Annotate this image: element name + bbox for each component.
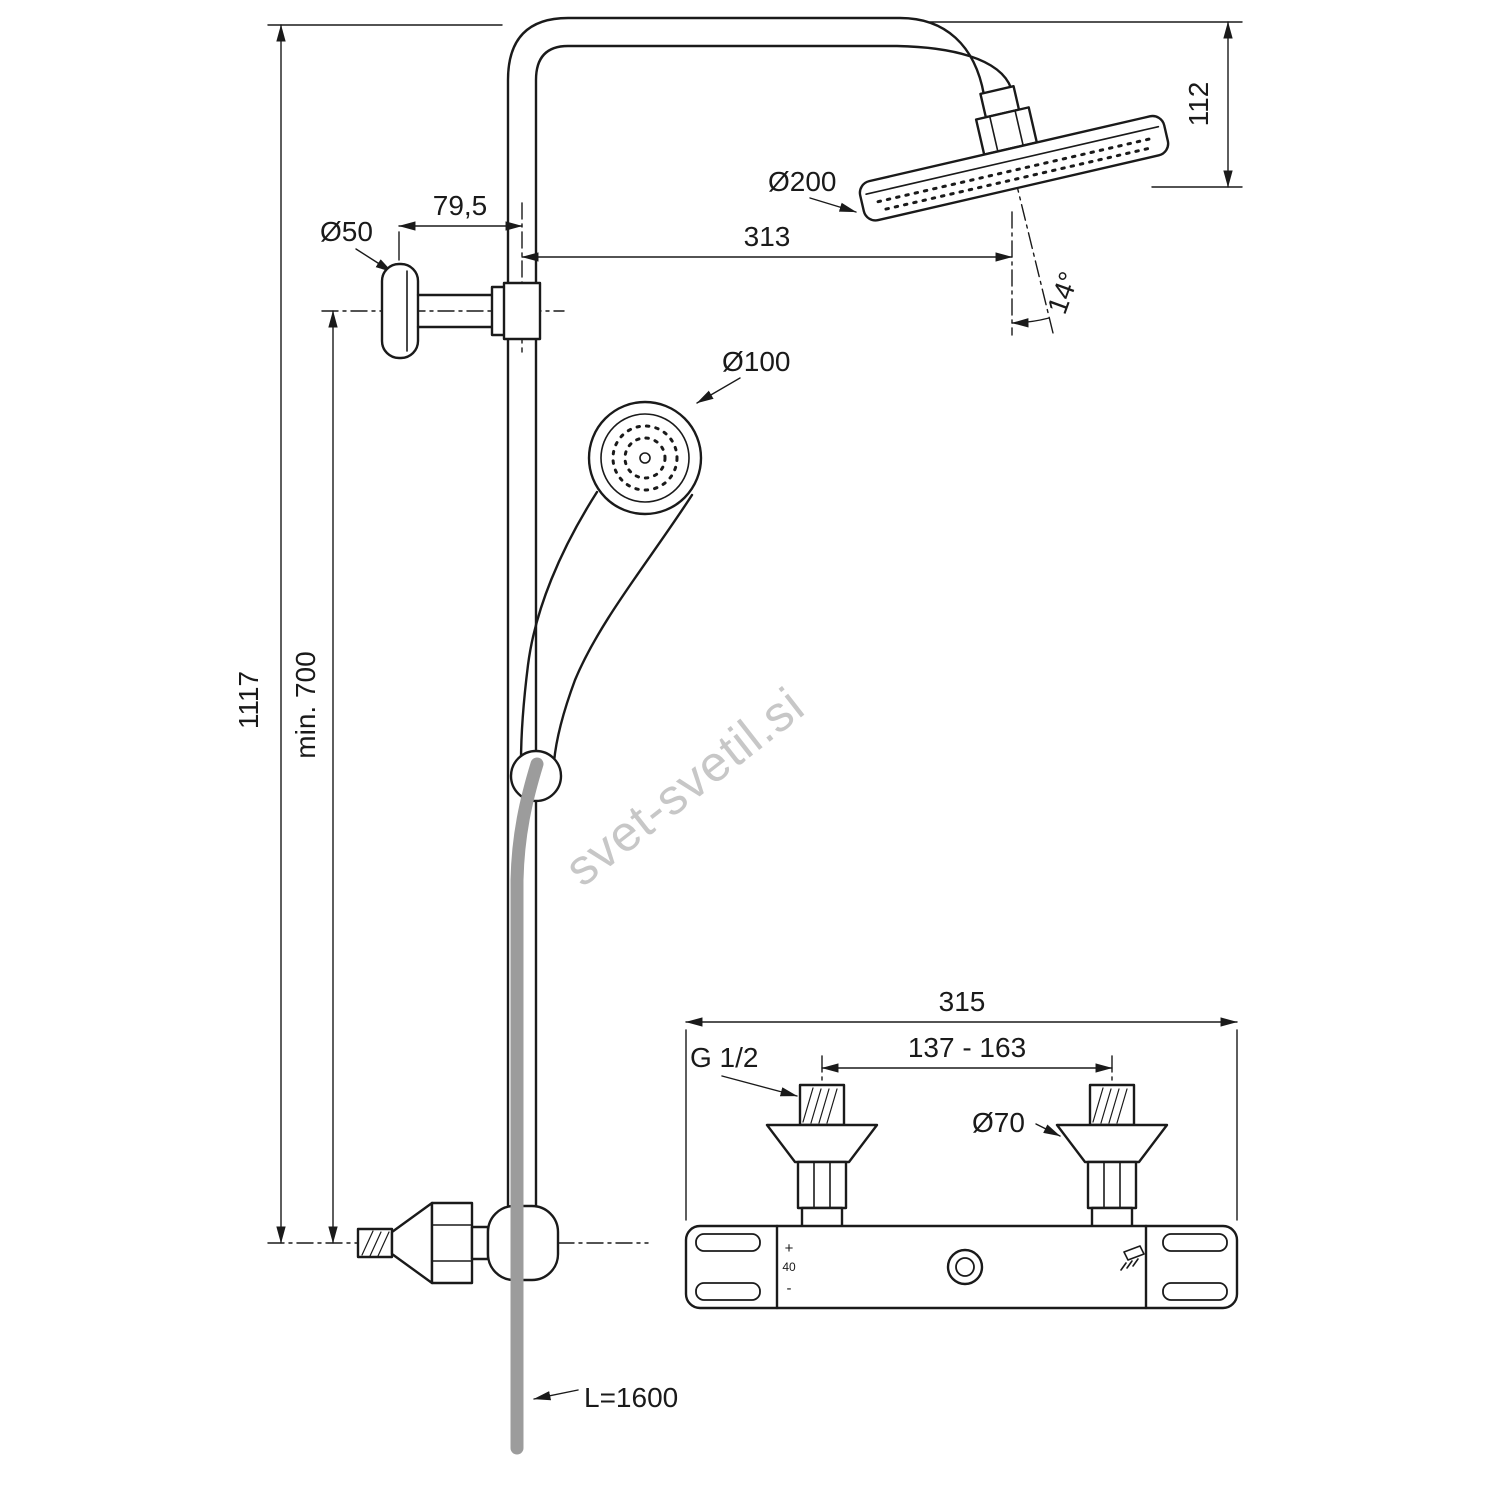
escutcheon-left bbox=[765, 1123, 879, 1164]
bracket-flange bbox=[380, 262, 420, 360]
inlet-nut-right bbox=[1086, 1160, 1138, 1210]
dim-min-height-label: min. 700 bbox=[290, 651, 321, 758]
inlet-nut-left bbox=[796, 1160, 848, 1210]
hand-shower-face bbox=[587, 400, 703, 516]
mixer-body bbox=[684, 1224, 1239, 1310]
dim-inlet-spacing-label: 137 - 163 bbox=[908, 1032, 1026, 1063]
dim-hand-shower-diameter-label: Ø100 bbox=[722, 346, 791, 377]
thread-size-label: G 1/2 bbox=[690, 1042, 758, 1073]
hand-shower bbox=[519, 400, 703, 764]
dim-head-angle-label: 14° bbox=[1041, 268, 1085, 318]
hose-length-label: L=1600 bbox=[584, 1382, 678, 1413]
dim-bracket-offset bbox=[398, 221, 523, 261]
escutcheon-right bbox=[1055, 1123, 1169, 1164]
mixer-inlet-left bbox=[765, 1083, 879, 1232]
riser-pipe bbox=[506, 16, 1013, 1245]
escutcheon-diameter-label: Ø70 bbox=[972, 1107, 1025, 1138]
dim-mixer-width bbox=[685, 1017, 1238, 1221]
dim-head-diameter-label: Ø200 bbox=[768, 166, 837, 197]
temp-handle-grip-top bbox=[695, 1233, 761, 1252]
wall-supply-elbow bbox=[356, 1201, 560, 1285]
leader-d100 bbox=[696, 377, 741, 404]
temp-marking: 40 bbox=[782, 1260, 796, 1274]
hot-marking: + bbox=[785, 1240, 794, 1257]
watermark: svet-svetil.si bbox=[555, 676, 815, 896]
dim-mixer-width-label: 315 bbox=[939, 986, 986, 1017]
labels: 1117 min. 700 79,5 Ø50 313 Ø200 112 14° … bbox=[233, 82, 1214, 1413]
leader-d200 bbox=[809, 197, 857, 213]
leader-d70 bbox=[1035, 1123, 1061, 1137]
dim-bracket-offset-label: 79,5 bbox=[433, 190, 488, 221]
flow-handle-grip-bottom bbox=[1162, 1282, 1228, 1301]
supply-hex-nut bbox=[430, 1201, 474, 1285]
leader-d50 bbox=[355, 248, 393, 273]
inlet-thread-left bbox=[798, 1083, 846, 1127]
leader-g12 bbox=[721, 1075, 798, 1097]
shower-hose bbox=[510, 757, 544, 1455]
mixer-inlet-right bbox=[1055, 1083, 1169, 1232]
overhead-shower-head bbox=[858, 85, 1170, 222]
wall-bracket bbox=[380, 262, 542, 360]
dim-total-height bbox=[267, 24, 503, 1244]
leader-hose bbox=[533, 1389, 579, 1401]
cold-marking: - bbox=[787, 1280, 792, 1297]
bracket-pipe-sleeve bbox=[502, 281, 542, 341]
mixer-drawing bbox=[684, 1083, 1239, 1310]
temp-handle-grip-bottom bbox=[695, 1282, 761, 1301]
shower-icon bbox=[1120, 1245, 1145, 1271]
dim-total-height-label: 1117 bbox=[233, 671, 264, 729]
dim-head-drop bbox=[929, 21, 1243, 188]
flow-handle-grip-top bbox=[1162, 1233, 1228, 1252]
dim-bracket-diameter-label: Ø50 bbox=[320, 216, 373, 247]
inlet-thread-right bbox=[1088, 1083, 1136, 1127]
hand-shower-handle bbox=[519, 490, 599, 764]
dim-head-distance-label: 313 bbox=[744, 221, 791, 252]
supply-cone bbox=[390, 1201, 434, 1285]
dim-head-drop-label: 112 bbox=[1183, 82, 1214, 127]
